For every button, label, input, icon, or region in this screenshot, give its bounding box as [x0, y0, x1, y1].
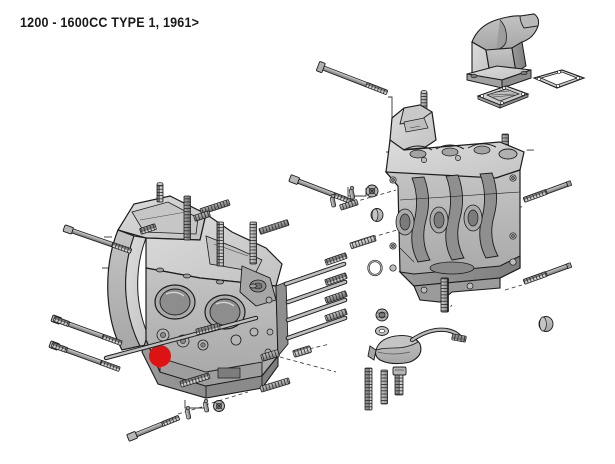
flange-bolt [392, 366, 407, 396]
breather-base-plate [476, 85, 530, 109]
long-through-shafts [103, 252, 348, 361]
right-crankcase-half [384, 104, 525, 303]
selected-part-marker[interactable] [149, 345, 171, 367]
oil-filler-breather-tower [466, 13, 540, 89]
dowel-pins-lower [184, 398, 210, 420]
small-hardware [184, 184, 554, 420]
o-ring-center [367, 259, 383, 277]
lock-washer-lower [213, 400, 225, 412]
strainer-nut [375, 308, 389, 322]
left-crankcase-half [107, 195, 289, 399]
stud-under-right-case [440, 277, 448, 313]
breather-gasket [532, 69, 586, 89]
cylinder-bore-right [204, 294, 246, 330]
page-title: 1200 - 1600CC TYPE 1, 1961> [20, 15, 200, 30]
plug-center [370, 208, 384, 222]
dowel-pins-upper [329, 185, 356, 208]
vertical-studs [156, 182, 257, 267]
through-bolts [48, 61, 573, 442]
lower-right-hardware [364, 366, 407, 411]
angled-studs [139, 149, 534, 393]
oil-strainer-assembly [367, 308, 467, 365]
strainer-washer [375, 326, 389, 336]
lock-washer-upper [365, 184, 379, 198]
cylinder-bore-left [154, 284, 196, 320]
plug-right-lower [538, 316, 554, 332]
